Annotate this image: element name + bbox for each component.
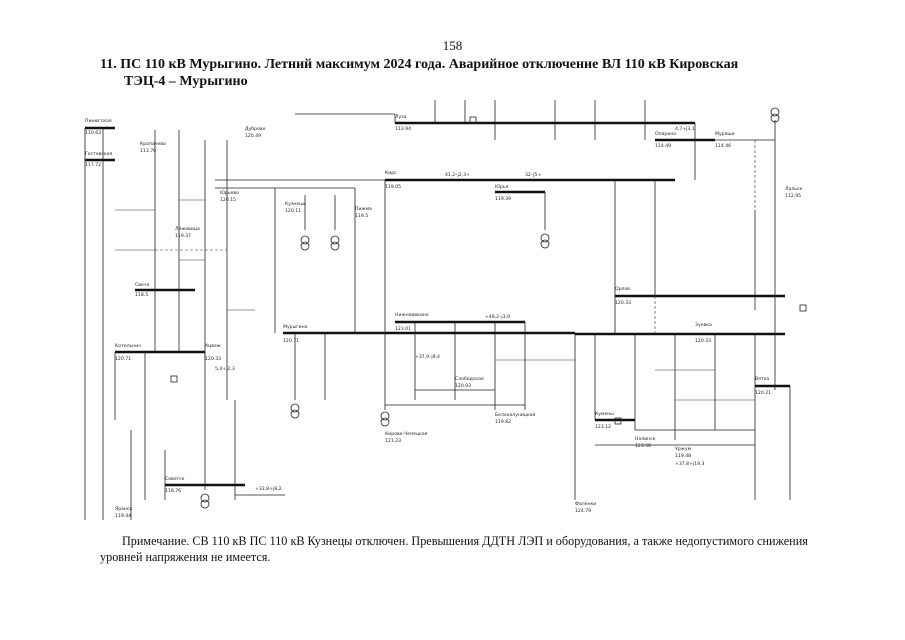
value-dubrove: 120.49 xyxy=(245,133,261,139)
value-yaransk: 119.44 xyxy=(115,513,131,519)
flow-kirs-luza: 41,2–j2,3+ xyxy=(445,172,470,178)
value-luza: 113.94 xyxy=(395,126,411,132)
label-zuevka: Зуевка xyxy=(695,322,712,328)
page-number: 158 xyxy=(442,38,463,53)
grid-schematic: Пинюгская 110.63 Гостевская 117.72 Кропа… xyxy=(84,100,807,520)
label-lyazhevitsa: Ляжевица xyxy=(175,226,200,232)
label-orlov: Орлов xyxy=(615,286,630,292)
title-line-2: ТЭЦ-4 – Мурыгино xyxy=(124,74,248,89)
value-pinyug: 110.63 xyxy=(85,130,101,136)
value-nolinsk: 123.58 xyxy=(635,443,651,449)
value-murashi: 114.46 xyxy=(715,143,731,149)
value-lyazhevitsa: 119.37 xyxy=(175,233,191,239)
label-atsvezh: Ацвеж xyxy=(205,343,221,349)
label-slobodskaya: Слободская xyxy=(455,376,484,382)
label-yurevo: Юрьево xyxy=(220,190,239,196)
note: Примечание. СВ 110 кВ ПС 110 кВ Кузнецы … xyxy=(100,534,808,564)
label-murygino: Мурыгино xyxy=(283,324,308,330)
flow-murygino-tec4: +49,2–j3,9 xyxy=(485,314,510,320)
label-svecha: Свеча xyxy=(135,282,149,288)
value-slobodskaya: 120.93 xyxy=(455,383,471,389)
value-kumeny: 123.12 xyxy=(595,424,611,430)
label-murashi: Мураши xyxy=(715,131,735,137)
label-pinyug: Пинюгская xyxy=(85,118,112,124)
flow-oparino-murashi: 4,7+j3,1 xyxy=(675,126,695,132)
label-lalsk: Лальск xyxy=(785,186,802,192)
value-falenki: 124.79 xyxy=(575,508,591,514)
value-nizhneivkino: 123.01 xyxy=(395,326,411,332)
value-kirs: 119.05 xyxy=(385,184,401,190)
value-lalsk: 112.95 xyxy=(785,193,801,199)
label-oparino: Опарино xyxy=(655,131,676,137)
flow-atsvezh-murygino: 5,4+j2,3 xyxy=(215,366,235,372)
label-vyatka: Вятка xyxy=(755,376,769,382)
flow-slobodskaya-belokholunitskaya: +37,9–j9,4 xyxy=(415,354,440,360)
label-nizhneivkino: Нижнеивкино xyxy=(395,312,429,318)
label-pizhma: Пижма xyxy=(355,206,372,212)
value-gostev: 117.72 xyxy=(85,162,101,168)
value-zuevka: 120.33 xyxy=(695,338,711,344)
label-kumeny: Кумены xyxy=(595,411,614,417)
value-urzhum: 119.48 xyxy=(675,453,691,459)
value-kirovo-chepetskaya: 121.23 xyxy=(385,438,401,444)
title-line-1: 11. ПС 110 кВ Мурыгино. Летний максимум … xyxy=(100,57,739,72)
value-yurya: 119.39 xyxy=(495,196,511,202)
value-atsvezh: 120.33 xyxy=(205,356,221,362)
label-kirovo-chepetskaya: Кирово-Чепецкая xyxy=(385,431,428,437)
value-oparino: 114.49 xyxy=(655,143,671,149)
flow-nizhneivkino-kirovo-chepetskaya: +33,8+j8,2 xyxy=(255,486,282,492)
flow-luza-oparino: 32–j5+ xyxy=(525,172,541,178)
label-nolinsk: Нолинск xyxy=(635,436,656,442)
label-falenki: Фаленки xyxy=(575,501,596,507)
label-sovetsk: Советск xyxy=(165,476,185,482)
value-sovetsk: 118.76 xyxy=(165,488,181,494)
label-belokholunitskaya: Белохолуницкая xyxy=(495,412,536,418)
label-kropachevo: Кропачево xyxy=(140,141,166,147)
value-kotelnich: 120.71 xyxy=(115,356,131,362)
value-kropachevo: 113.76 xyxy=(140,148,156,154)
label-kotelnich: Котельнич xyxy=(115,343,141,349)
label-dubrove: Дуброве xyxy=(245,126,266,132)
value-orlov: 120.33 xyxy=(615,300,631,306)
value-kuznetsy: 120.11 xyxy=(285,208,301,214)
value-pizhma: 119.5 xyxy=(355,213,368,219)
label-urzhum: Уржум xyxy=(675,446,692,452)
value-vyatka: 120.21 xyxy=(755,390,771,396)
value-svecha: 118.5 xyxy=(135,292,148,298)
label-gostev: Гостевская xyxy=(85,151,112,157)
flow-vyatka-zuevka: +37,8+j19,3 xyxy=(675,461,705,467)
value-yurevo: 120.15 xyxy=(220,197,236,203)
page-title: 11. ПС 110 кВ Мурыгино. Летний максимум … xyxy=(100,56,840,90)
label-yurya: Юрья xyxy=(495,184,509,190)
label-kuznetsy: Кузнецы xyxy=(285,201,306,207)
label-luza: Луза xyxy=(395,114,407,120)
value-murygino: 120.71 xyxy=(283,338,299,344)
label-yaransk: Яранск xyxy=(115,506,132,512)
value-belokholunitskaya: 119.82 xyxy=(495,419,511,425)
label-kirs: Кирс xyxy=(385,170,397,176)
